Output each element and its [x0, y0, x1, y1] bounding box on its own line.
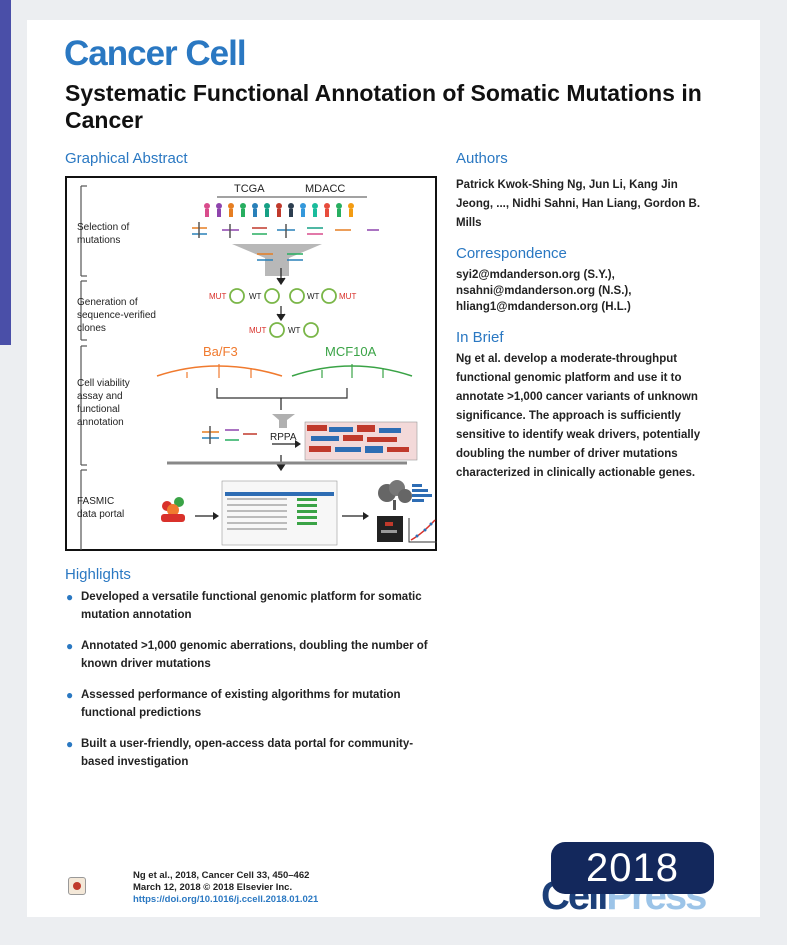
citation-block: Ng et al., 2018, Cancer Cell 33, 450–462…: [133, 870, 318, 906]
baf3-curve: [156, 365, 283, 377]
correspondence-emails: syi2@mdanderson.org (S.Y.), nsahni@mdand…: [456, 267, 716, 315]
highlight-text: Assessed performance of existing algorit…: [81, 689, 401, 719]
citation-line-1: Ng et al., 2018, Cancer Cell 33, 450–462: [133, 870, 310, 881]
mut-label-1: MUT: [209, 292, 226, 301]
authors-heading: Authors: [456, 150, 508, 167]
highlight-item: ● Developed a versatile functional genomi…: [65, 588, 445, 624]
year-badge: 2018: [551, 842, 714, 894]
bullet-icon: ●: [66, 688, 74, 702]
rppa-funnel: [272, 414, 295, 428]
highlight-item: ● Assessed performance of existing algori…: [65, 686, 445, 722]
email-liang[interactable]: hliang1@mdanderson.org (H.L.): [456, 301, 631, 313]
mdacc-label: MDACC: [305, 183, 345, 195]
in-brief-text: Ng et al. develop a moderate-throughput …: [456, 353, 701, 479]
heatmap-icon: [377, 516, 403, 542]
heatmap-cells: [307, 425, 409, 453]
bullet-icon: ●: [66, 590, 74, 604]
selection-funnel: [232, 244, 322, 276]
wt-label-2: WT: [307, 292, 320, 301]
rppa-label: RPPA: [270, 432, 297, 443]
highlights-list: ● Developed a versatile functional genomi…: [65, 588, 445, 784]
mcf10a-label: MCF10A: [325, 344, 377, 359]
highlight-item: ● Annotated >1,000 genomic aberrations, d…: [65, 637, 445, 673]
email-sahni[interactable]: nsahni@mdanderson.org (N.S.),: [456, 285, 632, 297]
citation-line-2: March 12, 2018 © 2018 Elsevier Inc.: [133, 882, 293, 893]
scatter-icon: [408, 518, 437, 543]
bar-chart-icon: [412, 484, 432, 502]
selected-glyphs: [257, 253, 303, 261]
rppa-glyphs: [202, 426, 257, 444]
highlight-text: Developed a versatile functional genomic…: [81, 591, 422, 621]
cell-line-titles: Ba/F3 MCF10A: [203, 344, 377, 359]
email-yi[interactable]: syi2@mdanderson.org (S.Y.),: [456, 269, 615, 281]
highlight-text: Built a user-friendly, open-access data …: [81, 738, 414, 768]
gene-glyphs-top: [192, 222, 379, 238]
baf3-label: Ba/F3: [203, 344, 238, 359]
bullet-icon: ●: [66, 639, 74, 653]
crossmark-icon[interactable]: [68, 877, 86, 895]
in-brief-heading: In Brief: [456, 329, 504, 346]
merge-bracket: [216, 388, 348, 399]
step-brackets: [80, 185, 87, 550]
highlight-text: Annotated >1,000 genomic aberrations, do…: [81, 640, 428, 670]
tcga-label: TCGA: [234, 183, 265, 195]
clone-row-2: MUT WT: [249, 322, 319, 338]
flow-arrows: [276, 268, 286, 472]
correspondence-heading: Correspondence: [456, 245, 567, 262]
clone-row-1: MUT WT WT MUT: [209, 288, 356, 304]
graphical-abstract-heading: Graphical Abstract: [65, 150, 188, 167]
patient-icons: [204, 203, 354, 217]
bullet-icon: ●: [66, 737, 74, 751]
portal-screenshot: [221, 480, 338, 546]
mut-label-2: MUT: [339, 292, 356, 301]
users-icon: [161, 497, 185, 522]
highlights-heading: Highlights: [65, 566, 131, 583]
wt-label-1: WT: [249, 292, 262, 301]
left-edge-bar: [0, 0, 11, 345]
authors-text: Patrick Kwok-Shing Ng, Jun Li, Kang Jin …: [456, 179, 701, 229]
highlight-item: ● Built a user-friendly, open-access data…: [65, 735, 445, 771]
tree-icon: [378, 480, 412, 510]
mut-label-3: MUT: [249, 326, 266, 335]
doi-link[interactable]: https://doi.org/10.1016/j.ccell.2018.01.…: [133, 894, 319, 905]
wt-label-3: WT: [288, 326, 301, 335]
journal-name: Cancer Cell: [64, 34, 247, 73]
paper-title: Systematic Functional Annotation of Soma…: [65, 80, 702, 133]
paper-page: Cancer Cell Systematic Functional Annota…: [27, 20, 760, 918]
